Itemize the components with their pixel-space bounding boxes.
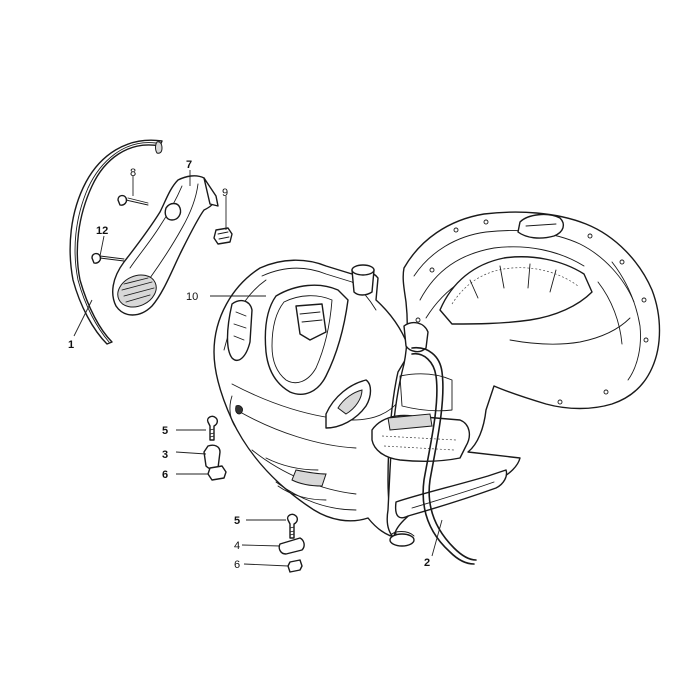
horn-grille-icon [121,277,155,303]
main-body-frame [371,211,661,547]
callout-4: 4 [234,540,240,552]
callout-12: 12 [96,225,108,237]
part-10-legshield [213,259,411,539]
part-4-plate [278,537,305,555]
callout-6b: 6 [234,559,240,571]
callout-9: 9 [222,187,228,199]
part-6-clip-upper [207,465,227,481]
part-9-clip [213,227,233,245]
part-5-bolt-upper [206,415,219,441]
part-6-clip-lower [287,559,303,573]
callout-5b: 5 [234,515,240,527]
part-12-screw [91,252,125,264]
part-1-trim-strip [69,139,163,345]
callout-7: 7 [186,159,192,171]
leader-lines [73,170,443,567]
callout-6a: 6 [162,469,168,481]
callouts: 1 2 3 4 5 5 6 6 7 8 9 10 12 [68,159,430,571]
part-3-bracket [203,444,221,471]
callout-1: 1 [68,339,74,351]
callout-2: 2 [424,557,430,569]
part-8-screw [117,194,149,206]
callout-8: 8 [130,167,136,179]
callout-10: 10 [186,291,198,303]
callout-3: 3 [162,449,168,461]
callout-5a: 5 [162,425,168,437]
part-2-strip [411,347,477,565]
part-5-bolt-lower [286,513,299,539]
part-7-horn-cover [112,175,219,316]
